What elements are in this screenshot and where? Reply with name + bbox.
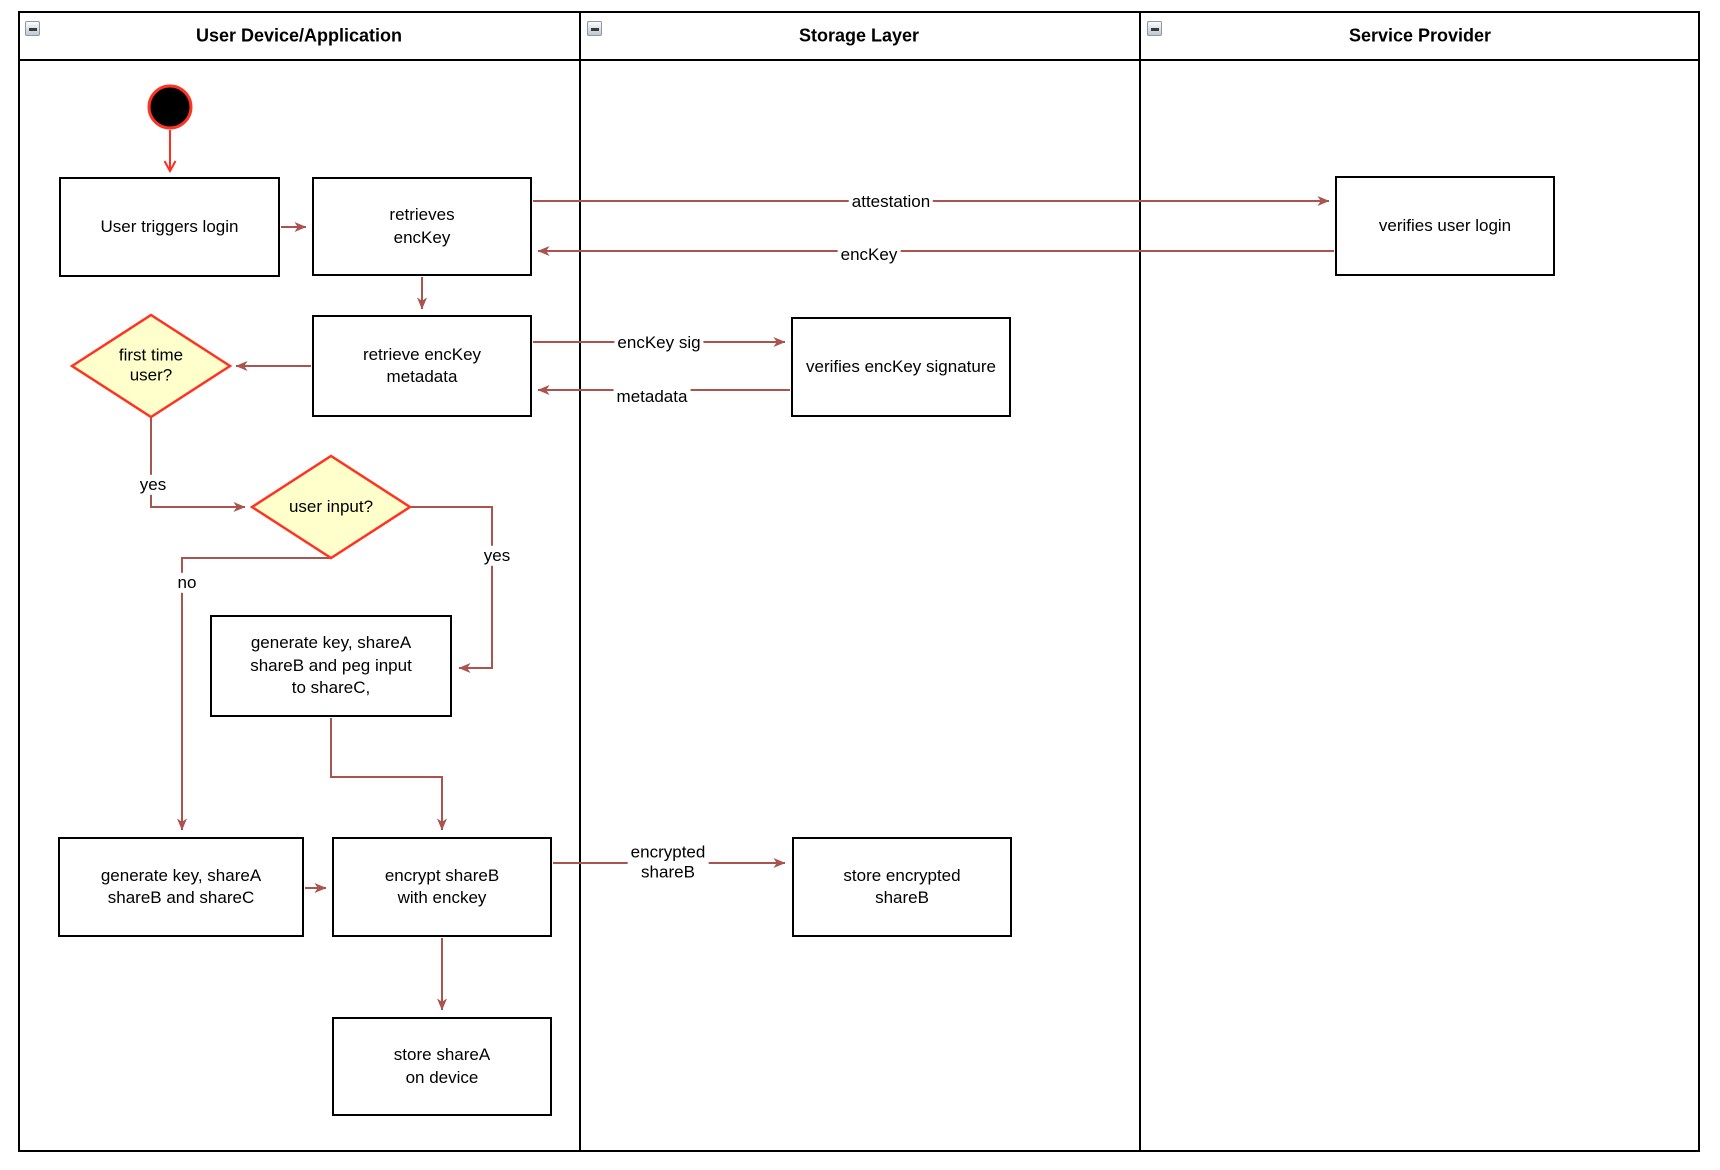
first-time-user[interactable]: [69, 313, 233, 419]
edge-firsttime-yes[interactable]: [150, 418, 246, 512]
store-sharea-on-device-label: store shareA on device: [393, 1045, 491, 1087]
header-divider: [18, 59, 1700, 61]
lane-title-service-provider: Service Provider: [1348, 25, 1492, 46]
generate-key-sharec[interactable]: generate key, shareA shareB and shareC: [58, 837, 304, 937]
store-encrypted-shareb-label: store encrypted shareB: [843, 865, 961, 907]
edge-label-attestation: attestation: [848, 191, 934, 213]
minus-icon: [591, 28, 599, 31]
edge-label-userinput-yes: yes: [480, 545, 514, 567]
encrypt-shareb[interactable]: encrypt shareB with enckey: [332, 837, 552, 937]
verifies-enckey-signature-label: verifies encKey signature: [806, 356, 996, 376]
generate-key-sharec-label: generate key, shareA shareB and shareC: [100, 865, 262, 907]
edge-userinput-no[interactable]: [177, 557, 330, 831]
edge-peg-to-encrypt[interactable]: [330, 718, 447, 831]
edge-label-enckey-return: encKey: [837, 244, 901, 266]
lane-separator-1: [579, 11, 581, 1152]
edge-userinput-yes[interactable]: [411, 506, 493, 673]
start-node[interactable]: [147, 84, 193, 130]
edge-label-firsttime-yes: yes: [136, 474, 170, 496]
generate-key-peg-input-label: generate key, shareA shareB and peg inpu…: [250, 633, 412, 698]
retrieves-enckey[interactable]: retrieves encKey: [312, 177, 532, 276]
generate-key-peg-input[interactable]: generate key, shareA shareB and peg inpu…: [210, 615, 452, 717]
minus-icon: [29, 28, 37, 31]
lane-title-user-device: User Device/Application: [195, 25, 403, 46]
collapse-lane-button-3[interactable]: [1147, 21, 1162, 36]
collapse-lane-button-2[interactable]: [587, 21, 602, 36]
edge-label-metadata-return: metadata: [613, 386, 691, 408]
user-input[interactable]: [249, 454, 413, 560]
user-triggers-login-label: User triggers login: [100, 216, 239, 236]
edge-label-encrypted-shareb: encrypted shareB: [627, 842, 709, 884]
store-sharea-on-device[interactable]: store shareA on device: [332, 1017, 552, 1116]
collapse-lane-button-1[interactable]: [25, 21, 40, 36]
user-triggers-login[interactable]: User triggers login: [59, 177, 280, 277]
verifies-user-login[interactable]: verifies user login: [1335, 176, 1555, 276]
verifies-enckey-signature[interactable]: verifies encKey signature: [791, 317, 1011, 417]
swimlane-frame: [18, 11, 1700, 1152]
first-time-user-label: first time user?: [118, 345, 184, 385]
lane-title-storage-layer: Storage Layer: [798, 25, 920, 46]
minus-icon: [1151, 28, 1159, 31]
edge-label-userinput-no: no: [174, 572, 200, 594]
retrieve-enckey-metadata-label: retrieve encKey metadata: [362, 344, 482, 386]
verifies-user-login-label: verifies user login: [1378, 215, 1512, 235]
edge-label-enckey-sig: encKey sig: [614, 332, 704, 354]
store-encrypted-shareb[interactable]: store encrypted shareB: [792, 837, 1012, 937]
encrypt-shareb-label: encrypt shareB with enckey: [384, 865, 500, 907]
retrieves-enckey-label: retrieves encKey: [389, 205, 455, 247]
lane-separator-2: [1139, 11, 1141, 1152]
user-input-label: user input?: [288, 496, 374, 516]
retrieve-enckey-metadata[interactable]: retrieve encKey metadata: [312, 315, 532, 417]
